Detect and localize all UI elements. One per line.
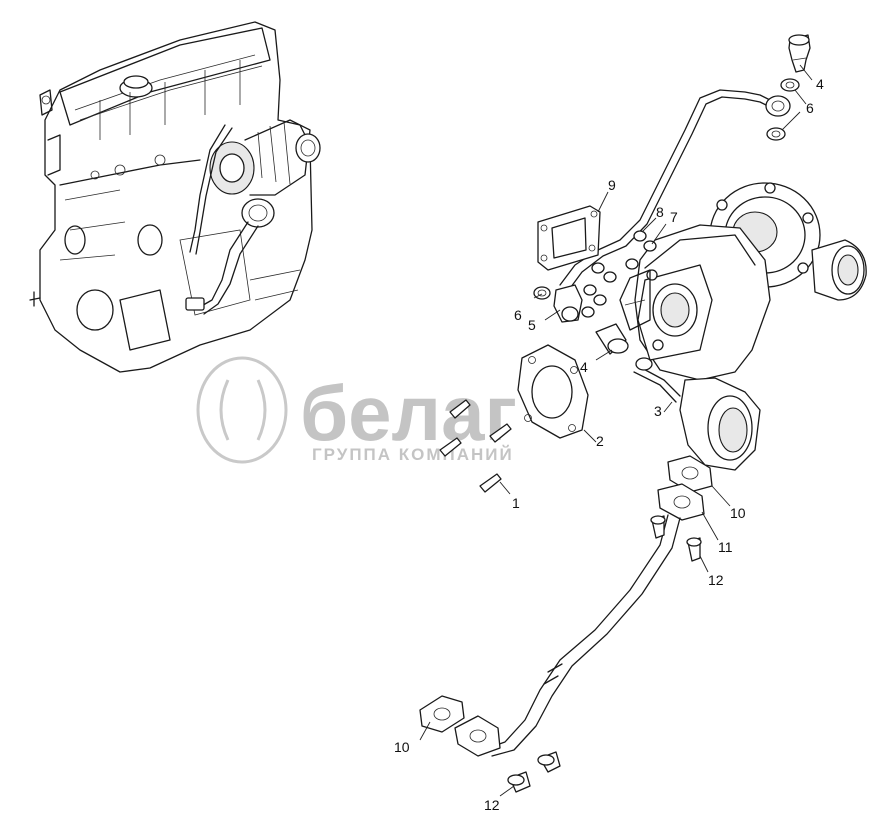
gasket-exhaust-manifold bbox=[517, 344, 589, 439]
watermark-brand: белаг bbox=[300, 369, 517, 457]
sealing-washer-top-1 bbox=[780, 78, 800, 92]
leader-lines bbox=[419, 64, 813, 797]
callout-2: 2 bbox=[596, 433, 604, 449]
callout-labels: 4 6 9 8 7 6 5 4 3 2 1 10 11 12 10 12 bbox=[394, 76, 824, 813]
callout-12-bottom: 12 bbox=[484, 797, 500, 813]
callout-10-bottom: 10 bbox=[394, 739, 410, 755]
watermark-subtitle: ГРУППА КОМПАНИЙ bbox=[312, 445, 514, 464]
studs-exhaust bbox=[439, 399, 512, 493]
callout-3: 3 bbox=[654, 403, 662, 419]
gasket-drain-bottom bbox=[419, 695, 465, 733]
callout-5: 5 bbox=[528, 317, 536, 333]
bolts-drain bbox=[507, 515, 702, 793]
banjo-bolt-mid bbox=[595, 323, 629, 355]
callout-6-mid: 6 bbox=[514, 307, 522, 323]
callout-6-top: 6 bbox=[806, 100, 814, 116]
nuts-group bbox=[581, 230, 657, 318]
turbocharger-assembly bbox=[619, 182, 867, 471]
callout-4-mid: 4 bbox=[580, 359, 588, 375]
sealing-washer-top-2 bbox=[766, 127, 786, 141]
oil-feed-pipe bbox=[553, 89, 791, 323]
callout-1: 1 bbox=[512, 495, 520, 511]
callout-4-top: 4 bbox=[816, 76, 824, 92]
callout-12-right: 12 bbox=[708, 572, 724, 588]
callout-10-right: 10 bbox=[730, 505, 746, 521]
banjo-bolt-top bbox=[788, 34, 811, 73]
stud-wastegate bbox=[633, 357, 681, 403]
engine-block bbox=[29, 21, 321, 373]
callout-8: 8 bbox=[656, 204, 664, 220]
callout-11: 11 bbox=[718, 539, 733, 555]
watermark-logo: белаг ГРУППА КОМПАНИЙ bbox=[196, 356, 517, 464]
callout-9: 9 bbox=[608, 177, 616, 193]
oil-drain-pipe bbox=[454, 455, 713, 757]
callout-7: 7 bbox=[670, 209, 678, 225]
gasket-oil-flange bbox=[537, 205, 601, 271]
